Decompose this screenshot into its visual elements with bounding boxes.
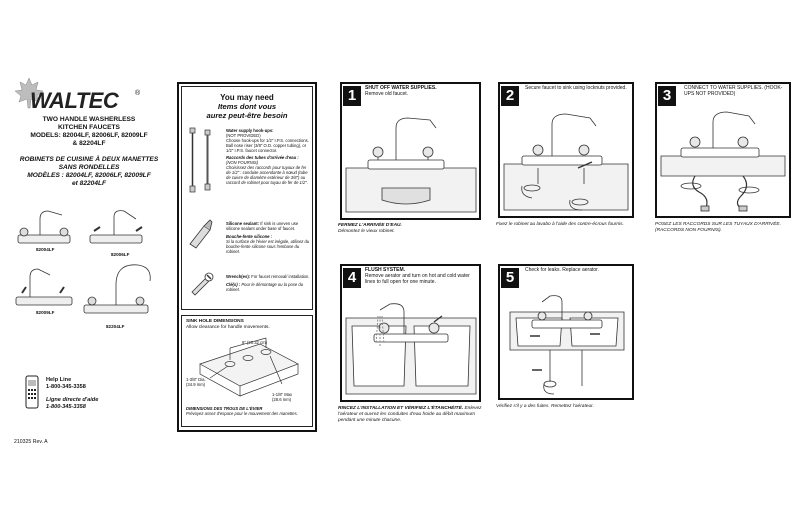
supply-hose-icon — [189, 127, 211, 193]
step-5-illustration — [509, 295, 625, 395]
you-may-need-box — [177, 82, 317, 432]
title-english: TWO HANDLE WASHERLESS KITCHEN FAUCETS MO… — [30, 116, 148, 147]
dim-right-label: 1-1/8" Max (28.6 mm) — [272, 392, 293, 402]
dim-left-label: 1-3/8" Dia. (34.9 mm) — [186, 377, 206, 387]
sink-hole-title: SINK HOLE DIMENSIONS Allow clearance for… — [186, 319, 270, 330]
sink-hole-french: DIMENSIONS DES TROUS DE L'ÉVIER Prévoyez… — [186, 406, 298, 416]
step-4-body: Remove aerator and turn on hot and cold … — [365, 273, 470, 285]
step-1-body: Remove old faucet. — [365, 91, 409, 97]
model-label: 82006LF — [111, 252, 130, 257]
help-line-fr: Ligne directe d'aide 1-800-345-3358 — [46, 397, 99, 410]
dim-top-label: 8" (20.32 cm) — [242, 340, 267, 345]
step-2-french: Fixez le robinet au lavabo à l'aide des … — [496, 222, 624, 227]
tools-list-box — [181, 86, 313, 310]
step-5-body: Check for leaks. Replace aerator. — [525, 267, 599, 273]
step-1-title: SHUT OFF WATER SUPPLIES. — [365, 85, 437, 91]
step-1-illustration — [345, 117, 477, 213]
sink-hole-diagram — [199, 337, 299, 397]
step-2-illustration — [503, 113, 629, 211]
step-4-number: 4 — [343, 268, 361, 288]
wrench-icon — [191, 272, 214, 296]
sink-hole-dimensions-box — [181, 315, 313, 427]
sealant-text: Silicone sealant: If sink is uneven use … — [226, 221, 310, 254]
you-may-need-title-fr: Items dont vous aurez peut-être besoin — [206, 102, 288, 120]
step-5-french: Vérifiez s'il y a des fuites. Remettez l… — [496, 404, 594, 409]
step-2-number: 2 — [501, 86, 519, 106]
step-4-french: RINCEZ L'INSTALLATION ET VÉRIFIEZ L'ÉTAN… — [338, 406, 482, 423]
model-label: 82204LF — [106, 324, 125, 329]
step-4-title: FLUSH SYSTEM. — [365, 267, 406, 273]
step-1-french: FERMEZ L'ARRIVÉE D'EAU. Démontez le vieu… — [338, 223, 402, 234]
wrench-text: Wrench(es): For faucet removal/ installa… — [226, 274, 310, 292]
maple-leaf-icon — [14, 77, 44, 109]
step-5-number: 5 — [501, 268, 519, 288]
step-4-illustration — [345, 303, 477, 395]
document-number: 210325 Rev. A — [14, 439, 48, 445]
step-3-illustration — [660, 111, 786, 212]
model-label: 82004LF — [36, 247, 55, 252]
you-may-need-title: You may need — [220, 93, 274, 102]
title-french: ROBINETS DE CUISINE À DEUX MANETTES SANS… — [19, 156, 159, 187]
step-1-number: 1 — [343, 86, 361, 106]
brand-logo: WALTEC — [30, 88, 119, 113]
registered-mark: ® — [135, 90, 141, 97]
faucet-models-illustration — [15, 210, 151, 314]
phone-icon — [25, 375, 39, 409]
help-line-en: Help Line 1-800-345-3358 — [46, 377, 86, 390]
supply-hookups-text: Water supply hook-ups: (NOT PROVIDED) Ch… — [226, 128, 309, 185]
step-2-body: Secure faucet to sink using locknuts pro… — [525, 85, 627, 91]
step-3-number: 3 — [658, 86, 676, 106]
step-3-body: CONNECT TO WATER SUPPLIES. (HOOK-UPS NOT… — [684, 85, 783, 97]
model-label: 82009LF — [36, 310, 55, 315]
sealant-tube-icon — [189, 219, 213, 249]
step-3-french: POSEZ LES RACCORDS SUR LES TUYAUX D'ARRI… — [655, 222, 781, 233]
